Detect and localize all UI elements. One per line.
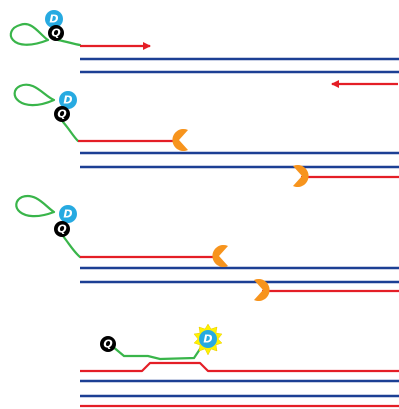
probe-hairpin-loop	[13, 83, 56, 107]
probe-stem	[61, 120, 80, 143]
fluorescence-burst-icon: D	[193, 323, 223, 356]
svg-text:Q: Q	[57, 223, 66, 236]
svg-text:D: D	[63, 94, 72, 107]
svg-text:Q: Q	[57, 108, 66, 121]
quencher-icon: Q	[48, 25, 64, 41]
panel-1-annealing: D Q	[9, 10, 399, 88]
panel-4-signal-detection: Q D	[80, 323, 399, 408]
reporter-dye-icon: D	[59, 205, 77, 223]
probe-hairpin-loop	[9, 22, 50, 46]
incorporated-probe-stem	[110, 344, 204, 361]
svg-text:Q: Q	[103, 338, 112, 351]
quencher-icon: Q	[54, 106, 70, 122]
panel-2-extension: D Q	[13, 83, 399, 187]
svg-text:D: D	[49, 13, 58, 26]
panel-3-displacement: D Q	[15, 194, 399, 301]
reporter-dye-icon: D	[45, 10, 63, 28]
probe-stem	[56, 38, 82, 47]
product-strand-with-probe	[80, 361, 399, 373]
polymerase-nuclease-icon	[172, 129, 188, 151]
probe-stem	[61, 234, 82, 259]
quencher-icon: Q	[54, 221, 70, 237]
quencher-icon: Q	[100, 336, 116, 352]
svg-text:D: D	[63, 208, 72, 221]
polymerase-nuclease-icon	[212, 245, 228, 268]
probe-hairpin-loop	[15, 194, 56, 218]
polymerase-nuclease-icon	[293, 165, 309, 187]
svg-text:D: D	[203, 333, 212, 346]
reporter-dye-icon: D	[59, 91, 77, 109]
svg-text:Q: Q	[51, 27, 60, 40]
polymerase-nuclease-icon	[254, 279, 270, 301]
